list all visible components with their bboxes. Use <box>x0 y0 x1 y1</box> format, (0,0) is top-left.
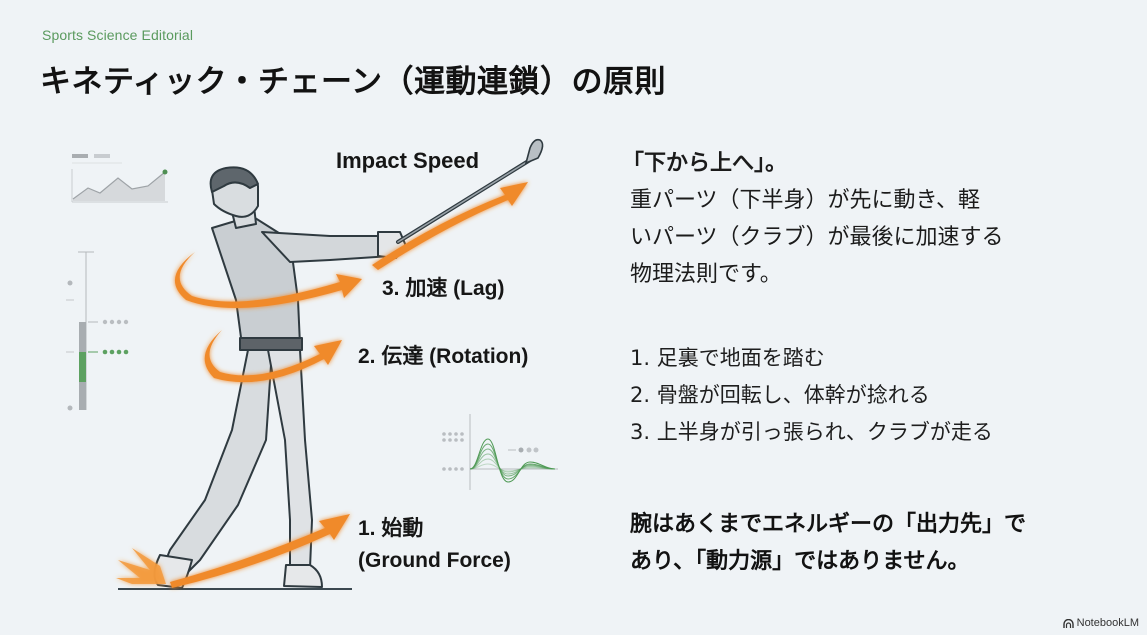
step1-ground-force-label: 1. 始動 (Ground Force) <box>358 513 511 577</box>
golf-swing-illustration <box>66 138 558 590</box>
step1-label-line1: 1. 始動 <box>358 517 424 540</box>
step-item: 2. 骨盤が回転し、体幹が捻れる <box>630 383 930 407</box>
brand-label: NotebookLM <box>1076 617 1139 629</box>
intro-paragraph: 「下から上へ」。 重パーツ（下半身）が先に動き、軽 いパーツ（クラブ）が最後に加… <box>622 145 1004 293</box>
intro-line: いパーツ（クラブ）が最後に加速する <box>630 225 1004 250</box>
damped-wave-chart-icon <box>442 414 558 490</box>
key-note: 腕はあくまでエネルギーの「出力先」で あり、「動力源」ではありません。 <box>630 506 1026 580</box>
impact-speed-label: Impact Speed <box>336 148 480 173</box>
vertical-gauge-icon <box>66 251 129 411</box>
steps-list: 1. 足裏で地面を踏む 2. 骨盤が回転し、体幹が捻れる 3. 上半身が引っ張ら… <box>630 340 993 451</box>
mini-line-chart-icon <box>71 154 168 203</box>
step2-rotation-label: 2. 伝達 (Rotation) <box>358 345 529 368</box>
step-item: 1. 足裏で地面を踏む <box>630 346 825 370</box>
step-item: 3. 上半身が引っ張られ、クラブが走る <box>630 420 993 444</box>
step3-lag-label: 3. 加速 (Lag) <box>382 277 505 300</box>
intro-headline: 「下から上へ」。 <box>622 151 788 176</box>
note-line: あり、「動力源」ではありません。 <box>630 549 970 574</box>
notebooklm-logo-icon <box>1062 618 1074 628</box>
intro-line: 重パーツ（下半身）が先に動き、軽 <box>630 188 981 213</box>
golf-club-icon <box>396 138 544 244</box>
kinetic-chain-arrows <box>116 182 528 588</box>
step1-label-line2: (Ground Force) <box>358 549 511 572</box>
golfer-figure <box>153 166 407 589</box>
notebooklm-watermark: NotebookLM <box>1062 617 1139 629</box>
intro-line: 物理法則です。 <box>630 262 782 287</box>
kicker-label: Sports Science Editorial <box>42 27 194 43</box>
page-title: キネティック・チェーン（運動連鎖）の原則 <box>40 64 666 100</box>
note-line: 腕はあくまでエネルギーの「出力先」で <box>630 512 1027 537</box>
